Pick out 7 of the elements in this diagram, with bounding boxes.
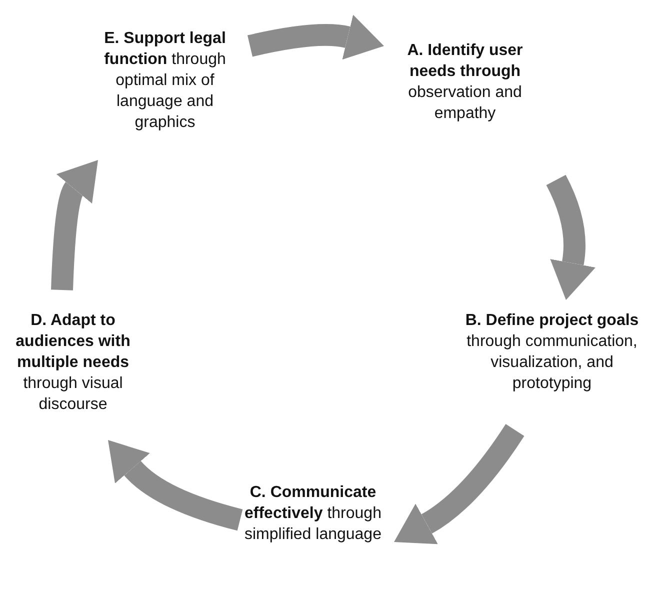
step-description: A. Identify user needs through observation and empathy [406,41,524,124]
step-description: C. Communicate effectively through simplified language [244,483,382,545]
step-description: B. Define project goals through communication, visualization, and prototyping [464,311,640,394]
step-description: E. Support legal function through optimal mix of language and graphics [103,29,227,133]
step-description: D. Adapt to audiences with multiple needs through visual discourse [14,311,132,415]
curved-arrow [394,424,524,544]
curved-arrow [106,441,243,531]
